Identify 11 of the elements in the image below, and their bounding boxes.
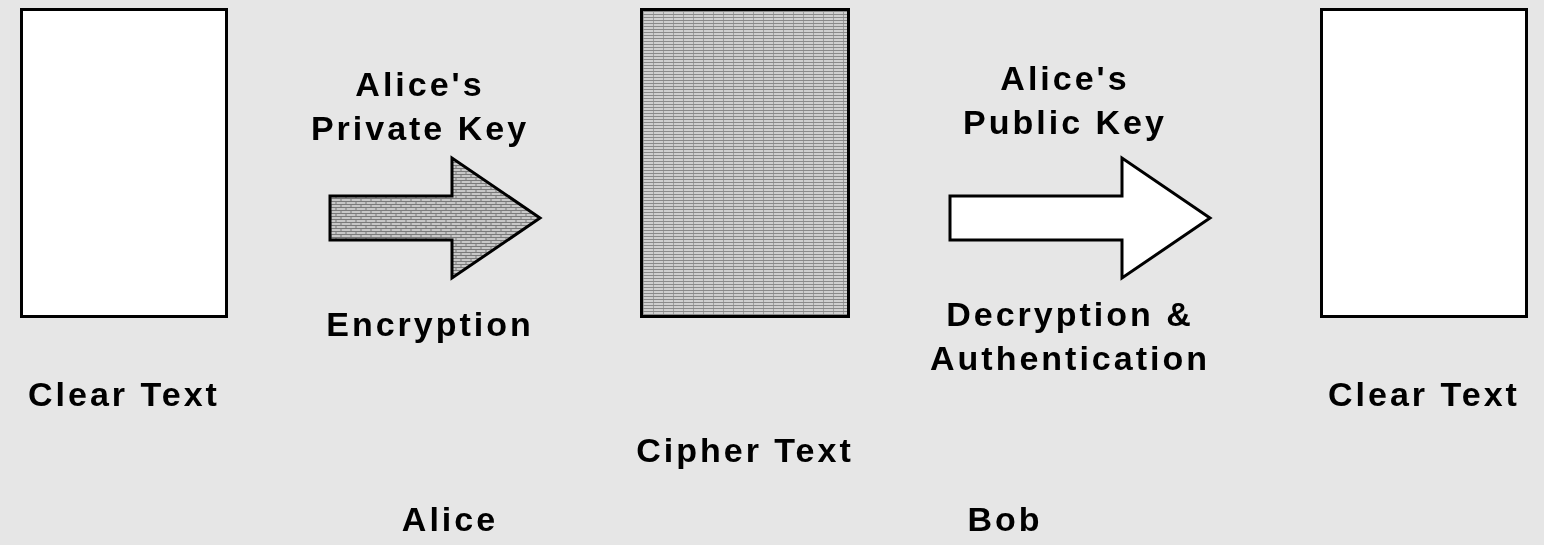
node-label: Clear Text [1327, 374, 1521, 415]
block-arrow [328, 155, 543, 281]
process-label: Decryption & Authentication [929, 294, 1211, 379]
process-label: Encryption [325, 304, 535, 345]
edge-label: Alice's Private Key [309, 64, 531, 149]
party-name: Alice [400, 499, 500, 540]
node-label: Cipher Text [635, 430, 855, 471]
party-name: Bob [966, 499, 1044, 540]
edge-label: Alice's Public Key [962, 58, 1168, 143]
node-label: Clear Text [27, 374, 221, 415]
block-arrow [948, 155, 1213, 281]
